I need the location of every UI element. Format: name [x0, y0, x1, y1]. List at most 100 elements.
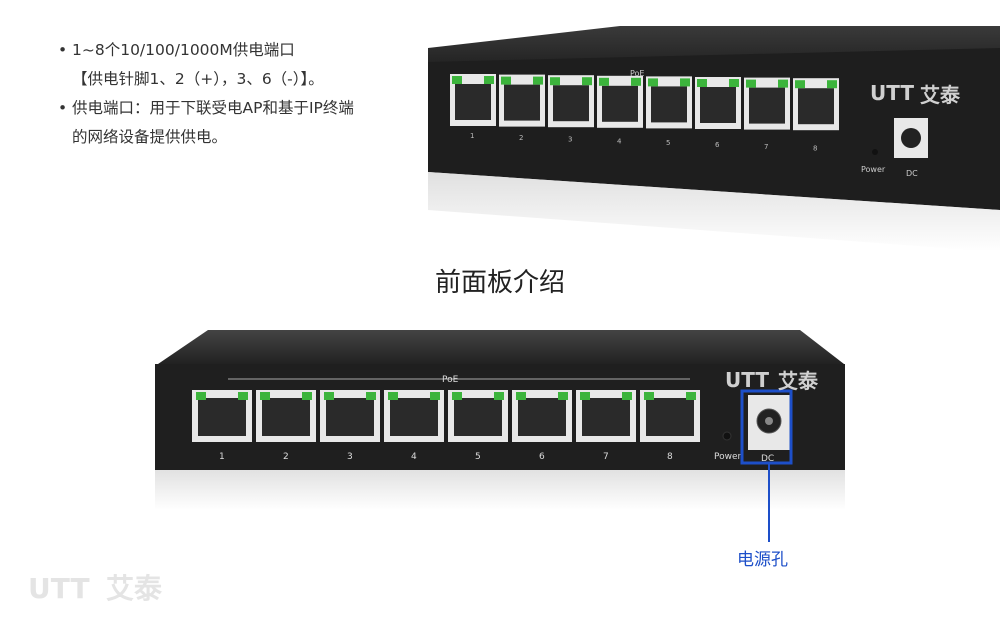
power-label: Power [861, 165, 886, 174]
port-led-left [746, 79, 756, 88]
port-led-left [644, 392, 654, 400]
port-number: 2 [519, 134, 523, 142]
port-led-right [484, 76, 494, 84]
ethernet-port: 5 [448, 390, 508, 462]
ethernet-port: 6 [512, 390, 572, 462]
port-led-left [697, 79, 707, 87]
port-led-right [622, 392, 632, 400]
port-led-right [582, 77, 592, 86]
dc-label: DC [761, 454, 774, 464]
port-led-left [324, 392, 334, 400]
front-port-group: 1 2 3 4 5 6 7 8 [192, 390, 700, 462]
port-led-left [516, 392, 526, 400]
port-led-right [827, 80, 837, 89]
dc-label: DC [906, 169, 918, 178]
port-socket [582, 398, 630, 436]
port-led-right [631, 77, 641, 86]
ethernet-port: 6 [695, 77, 741, 149]
port-socket [602, 85, 638, 122]
feature-item: • 1~8个10/100/1000M供电端口 【供电针脚1、2（+），3、6（-… [58, 36, 418, 94]
watermark-logo: UTT 艾泰 [28, 572, 163, 605]
port-number: 4 [617, 137, 622, 145]
dc-highlight-box [740, 389, 793, 465]
port-number: 7 [764, 143, 768, 151]
port-number: 5 [666, 139, 670, 147]
port-led-left [388, 392, 398, 400]
callout-connector [768, 462, 770, 542]
ethernet-port: 2 [499, 74, 545, 142]
port-led-left [648, 78, 658, 87]
port-led-right [680, 78, 690, 87]
brand-text: 艾泰 [920, 83, 961, 107]
ethernet-port: 1 [192, 390, 252, 462]
port-number: 8 [813, 145, 817, 153]
port-socket [455, 84, 491, 120]
port-socket [646, 398, 694, 436]
ethernet-port: 5 [646, 76, 692, 147]
brand-text: 艾泰 [778, 369, 819, 393]
brand-logo: UTT [870, 81, 914, 105]
port-socket [390, 398, 438, 436]
power-label: Power [714, 452, 742, 462]
ethernet-port: 7 [576, 390, 636, 462]
ethernet-port: 4 [384, 390, 444, 462]
port-number: 4 [411, 452, 417, 462]
port-socket [454, 398, 502, 436]
port-socket [651, 86, 687, 123]
port-led-left [795, 80, 805, 89]
port-socket [749, 87, 785, 124]
port-led-right [533, 76, 543, 85]
port-led-right [558, 392, 568, 400]
port-number: 6 [715, 141, 720, 149]
device-top-edge [158, 330, 844, 364]
ethernet-port: 4 [597, 75, 643, 145]
port-led-left [501, 76, 511, 85]
port-number: 8 [667, 452, 673, 462]
power-led-icon [872, 149, 878, 155]
port-number: 7 [603, 452, 609, 462]
watermark-brand-text: 艾泰 [106, 572, 163, 605]
port-led-left [580, 392, 590, 400]
ethernet-port: 7 [744, 77, 790, 151]
ethernet-port: 8 [793, 78, 839, 153]
poe-label: PoE [630, 69, 645, 78]
port-led-right [302, 392, 312, 400]
port-led-right [238, 392, 248, 400]
port-number: 5 [475, 452, 481, 462]
port-led-left [260, 392, 270, 400]
angled-port-group: 1 2 3 4 5 6 7 8 [450, 74, 839, 153]
brand-logo: UTT [725, 368, 769, 392]
ethernet-port: 1 [450, 74, 496, 140]
device-angled-view: 1 2 3 4 5 6 7 8 PoE Power DC UTT 艾泰 [428, 26, 1000, 250]
port-number: 3 [568, 136, 572, 144]
port-led-left [599, 77, 609, 86]
ethernet-port: 8 [640, 390, 700, 462]
port-socket [262, 398, 310, 436]
port-socket [553, 85, 589, 122]
port-socket [198, 398, 246, 436]
ethernet-port: 2 [256, 390, 316, 462]
bullet-dot: • [58, 41, 68, 59]
feature-item: • 供电端口：用于下联受电AP和基于IP终端 的网络设备提供供电。 [58, 94, 418, 152]
watermark-brand-logo: UTT [28, 572, 90, 605]
port-number: 3 [347, 452, 353, 462]
port-number: 6 [539, 452, 545, 462]
port-led-right [366, 392, 376, 400]
port-led-left [550, 77, 560, 86]
feature-text: 1~8个10/100/1000M供电端口 【供电针脚1、2（+），3、6（-）】… [72, 41, 324, 88]
port-number: 1 [219, 452, 225, 462]
feature-list: • 1~8个10/100/1000M供电端口 【供电针脚1、2（+），3、6（-… [58, 36, 418, 152]
ethernet-port: 3 [320, 390, 380, 462]
ethernet-port: 3 [548, 75, 594, 144]
section-title: 前面板介绍 [434, 268, 565, 298]
callout-label: 电源孔 [737, 550, 788, 570]
port-led-right [430, 392, 440, 400]
port-led-left [452, 392, 462, 400]
port-socket [798, 88, 834, 125]
device-reflection [155, 470, 845, 510]
dc-jack-pin [765, 417, 773, 425]
port-socket [700, 87, 736, 123]
port-socket [326, 398, 374, 436]
port-number: 1 [470, 132, 474, 140]
